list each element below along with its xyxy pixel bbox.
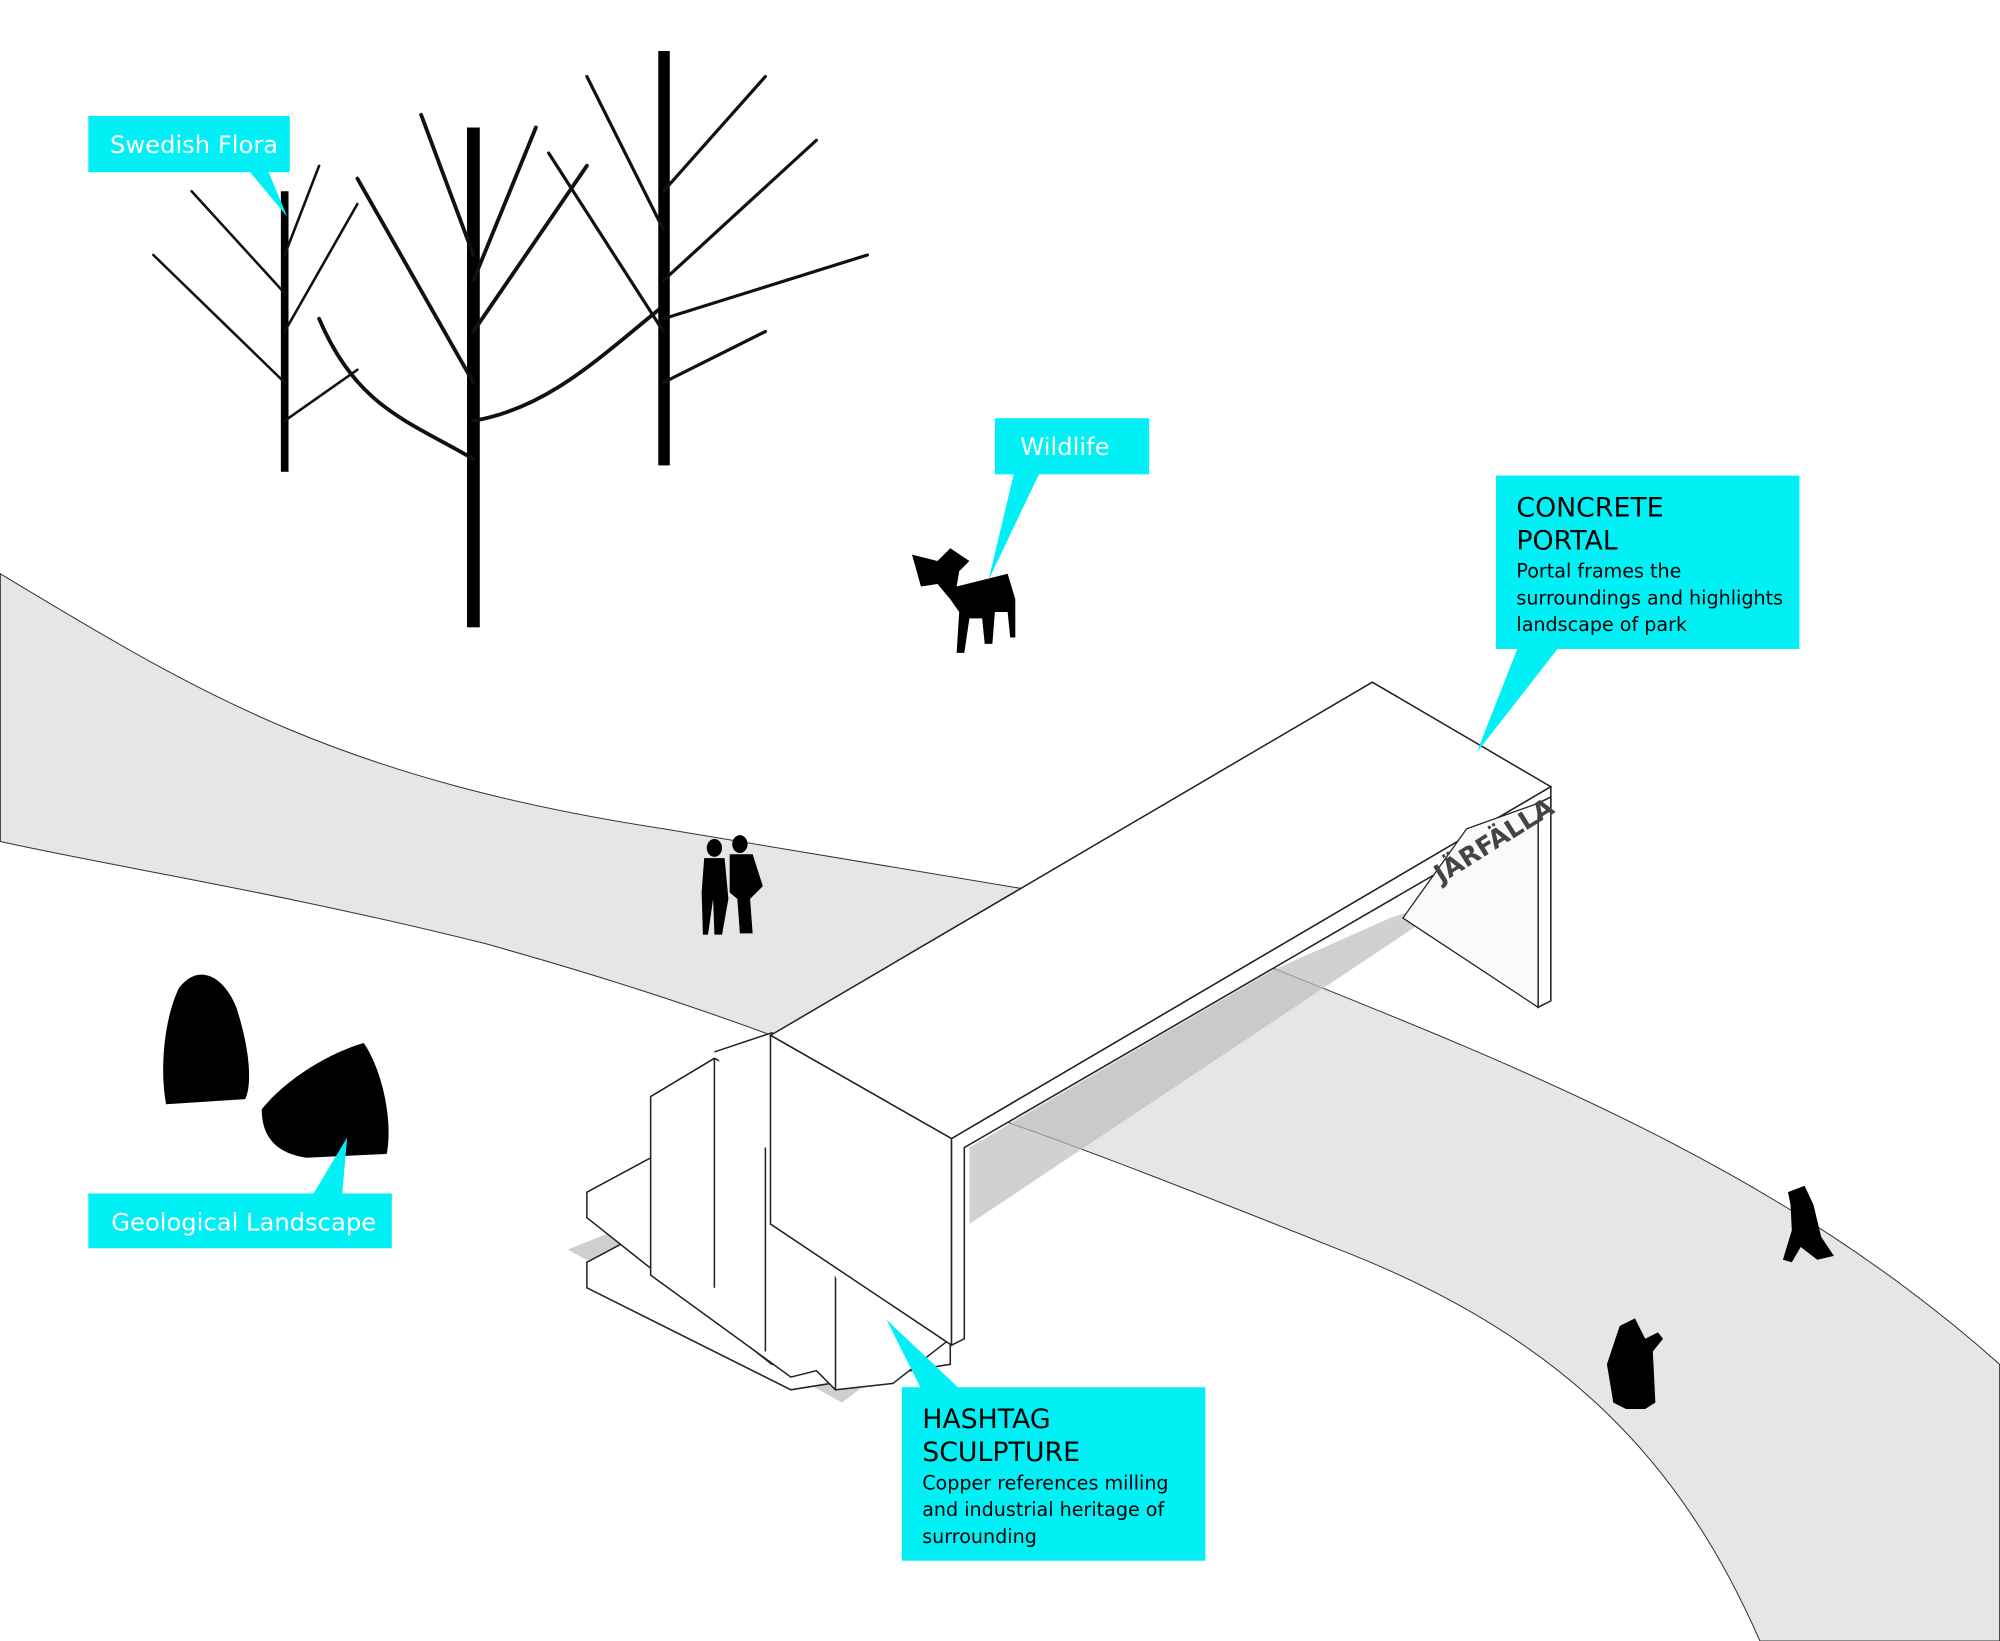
label-swedish-flora: Swedish Flora (110, 131, 278, 159)
people-walking (701, 835, 763, 935)
portal-description: Portal frames the (1516, 560, 1681, 583)
trees-illustration (152, 51, 869, 628)
tree (317, 112, 666, 628)
portal-title: PORTAL (1516, 526, 1617, 557)
callout-swedish-flora: Swedish Flora (88, 116, 290, 217)
hashtag-title: SCULPTURE (922, 1437, 1080, 1468)
portal-description: landscape of park (1516, 613, 1688, 636)
concrete-portal: JÄRFÄLLA (768, 681, 1560, 1347)
callout-concrete-portal: CONCRETE PORTAL Portal frames the surrou… (1476, 475, 1800, 753)
tree (152, 164, 359, 472)
hashtag-description: Copper references milling (922, 1471, 1168, 1494)
hashtag-description: and industrial heritage of (922, 1498, 1165, 1521)
photographers-crouching (1606, 1318, 1664, 1409)
tree (547, 51, 869, 466)
label-wildlife: Wildlife (1020, 433, 1109, 461)
portal-description: surroundings and highlights (1516, 586, 1783, 609)
hashtag-title: HASHTAG (922, 1404, 1050, 1435)
portal-title: CONCRETE (1516, 492, 1663, 523)
callout-hashtag-sculpture: HASHTAG SCULPTURE Copper references mill… (886, 1319, 1206, 1561)
photographer-kneeling (1782, 1185, 1834, 1263)
moose-silhouette (912, 548, 1016, 653)
callout-wildlife: Wildlife (988, 418, 1150, 581)
rocks (163, 974, 389, 1158)
label-geological-landscape: Geological Landscape (111, 1208, 376, 1236)
hashtag-description: surrounding (922, 1525, 1037, 1548)
